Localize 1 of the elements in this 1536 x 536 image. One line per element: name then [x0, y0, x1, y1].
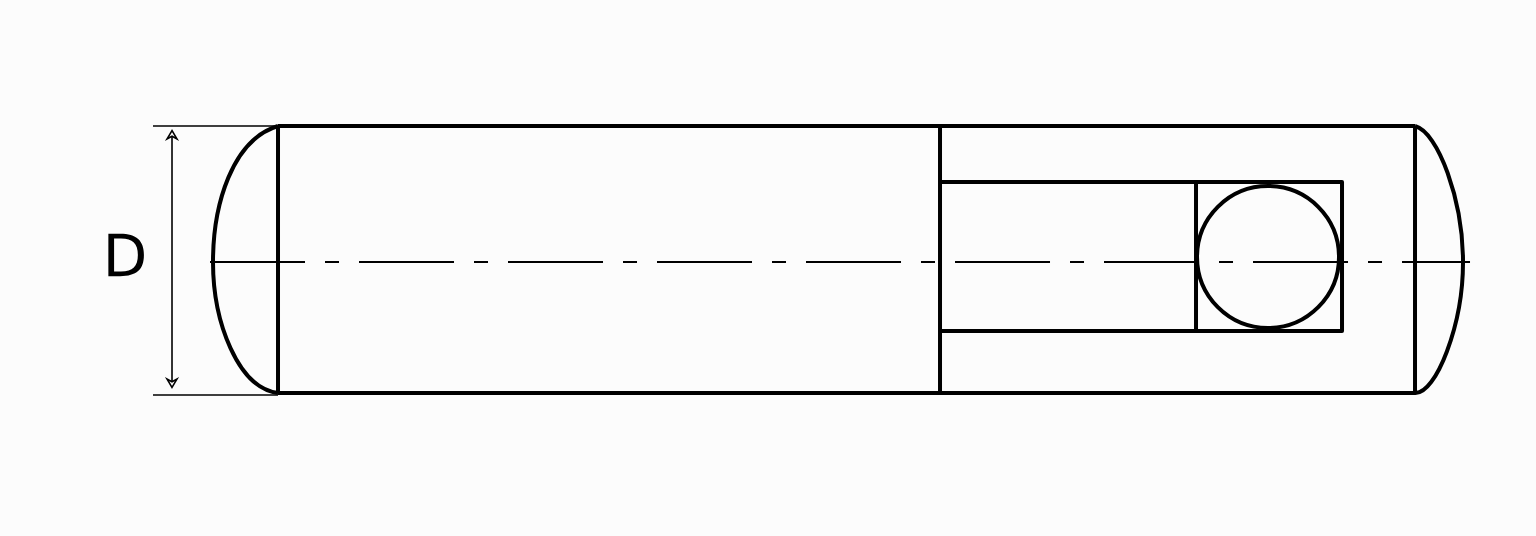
dimension-label: D — [108, 233, 144, 277]
